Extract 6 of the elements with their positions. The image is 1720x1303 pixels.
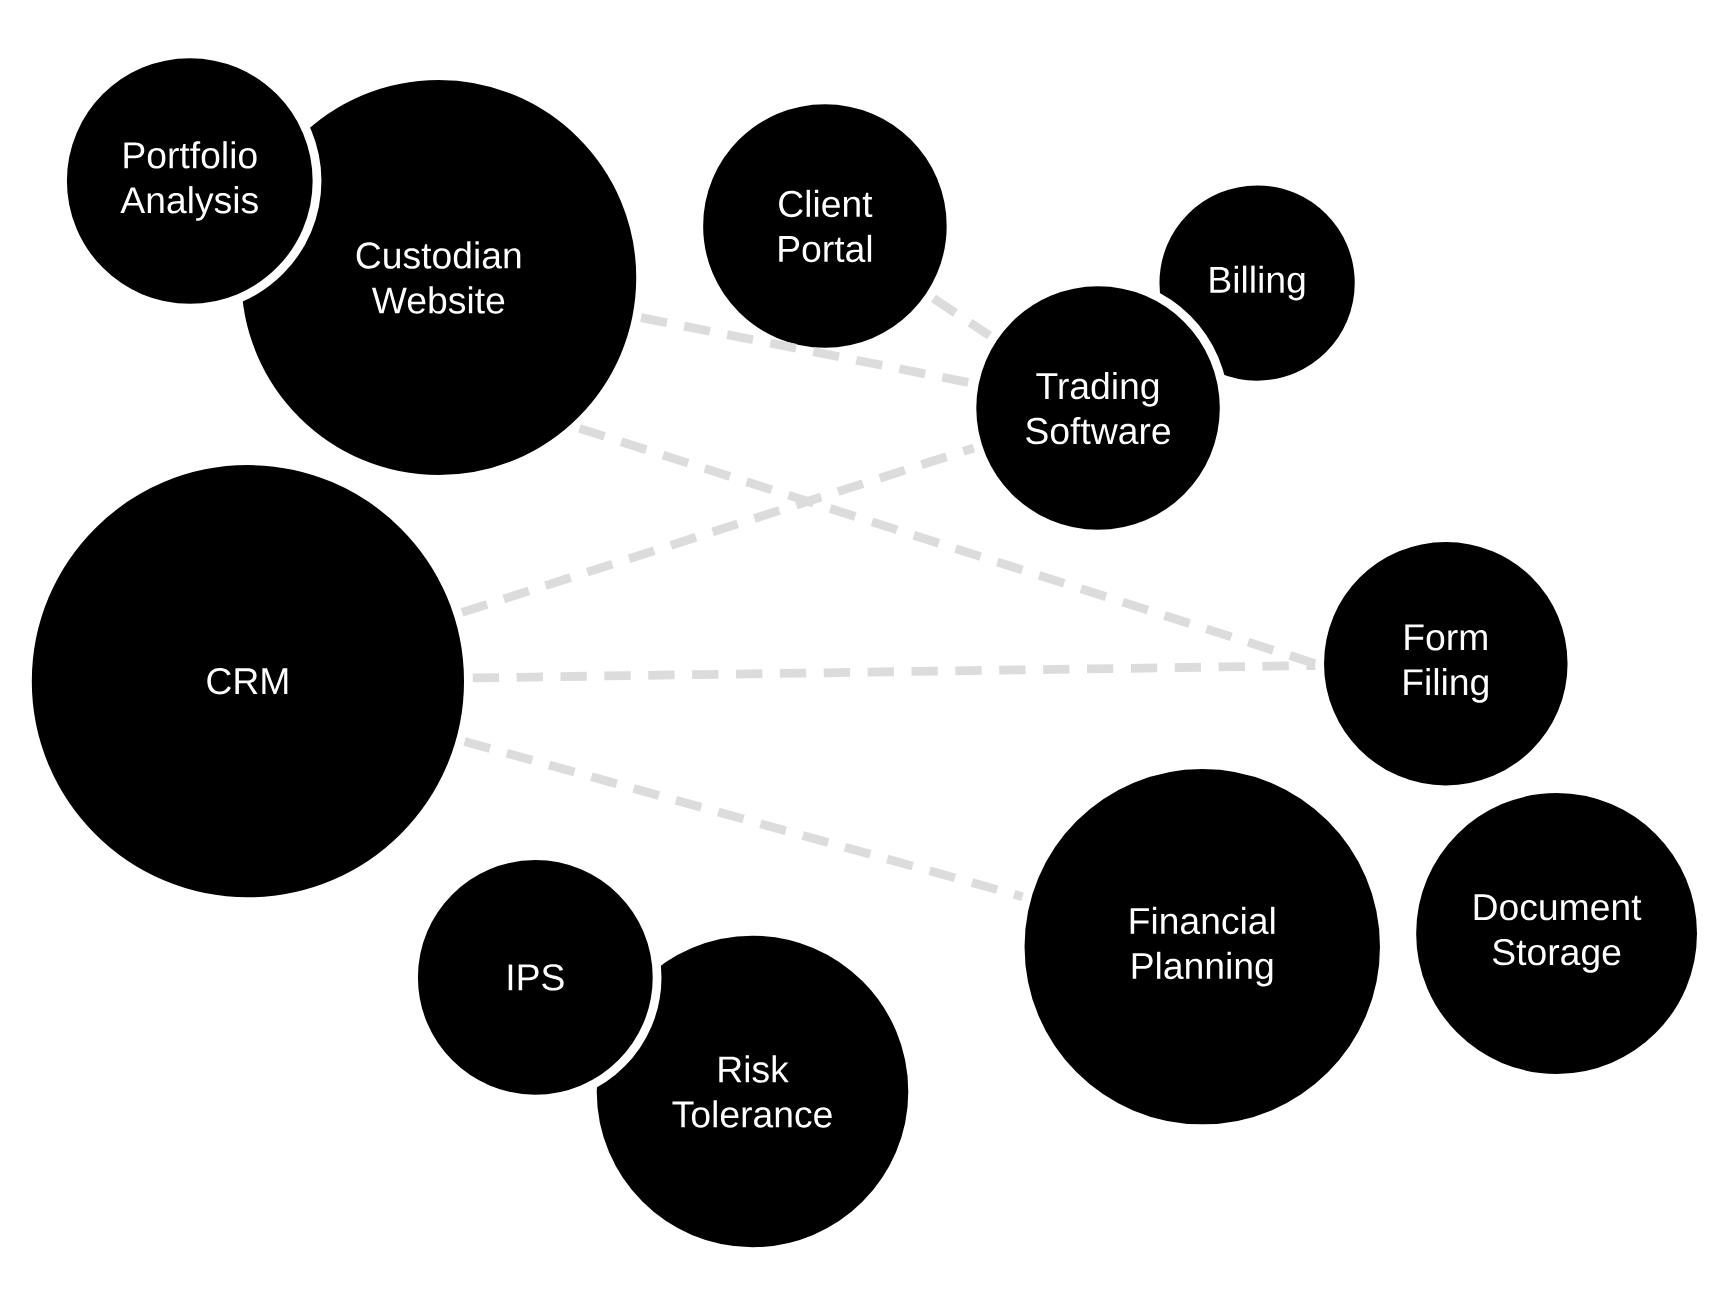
dashed-line [931,294,992,340]
dashed-line [640,313,971,387]
dashed-line [578,424,1317,668]
dashed-line [463,737,1024,901]
dashed-line [472,661,1316,683]
dashed-line [460,443,976,617]
